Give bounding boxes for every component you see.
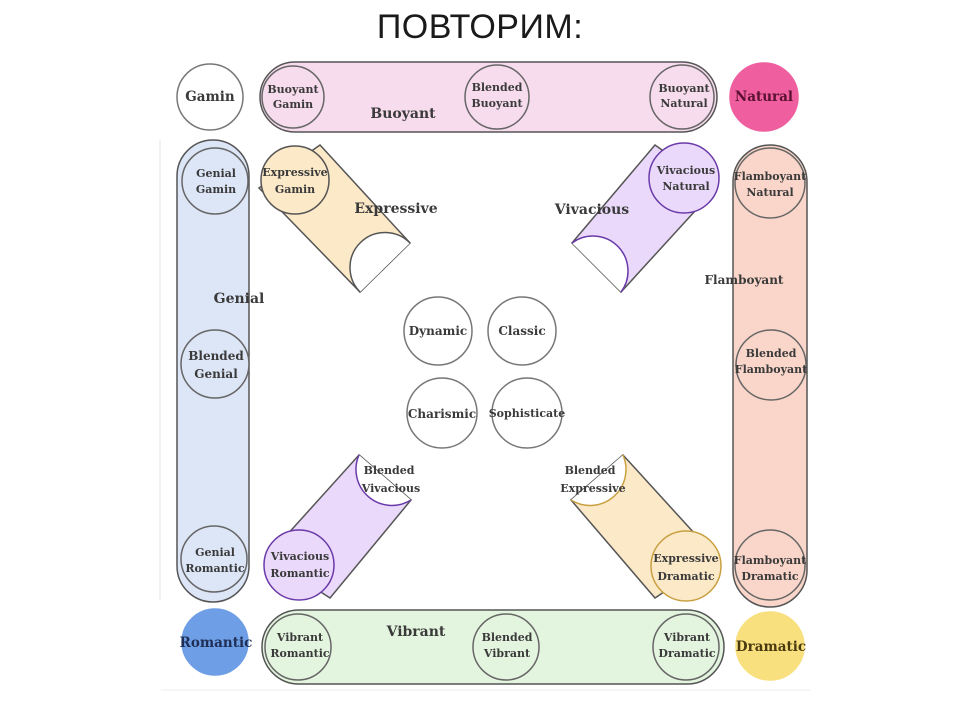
svg-text:Romantic: Romantic (270, 567, 330, 580)
expressive-diagonal-bottom-notch (570, 454, 627, 507)
svg-text:Dramatic: Dramatic (657, 570, 714, 583)
genial-band-label: Genial (214, 291, 265, 307)
node-expressive-gamin: Expressive Gamin (260, 145, 330, 215)
vivacious-diagonal-label: Vivacious (554, 202, 630, 218)
svg-text:Genial: Genial (195, 546, 235, 559)
node-vivacious-natural: Vivacious Natural (648, 142, 720, 214)
corner-dramatic-label: Dramatic (736, 639, 806, 655)
svg-text:Gamin: Gamin (196, 183, 236, 196)
svg-text:Blended: Blended (746, 347, 797, 360)
svg-text:Gamin: Gamin (275, 183, 315, 196)
svg-text:Romantic: Romantic (185, 562, 245, 575)
svg-text:Flamboyant: Flamboyant (734, 170, 807, 183)
svg-text:Blended: Blended (364, 464, 415, 477)
node-flamboyant-dramatic: Flamboyant Dramatic (734, 529, 807, 601)
svg-text:Buoyant: Buoyant (471, 97, 523, 110)
svg-text:Blended: Blended (565, 464, 616, 477)
svg-text:Romantic: Romantic (270, 647, 330, 660)
corner-natural-label: Natural (735, 89, 793, 105)
svg-text:Vibrant: Vibrant (663, 631, 711, 644)
vibrant-band-label: Vibrant (386, 624, 446, 640)
svg-text:Blended: Blended (472, 81, 523, 94)
corner-romantic: Romantic (180, 608, 253, 676)
svg-text:Sophisticate: Sophisticate (489, 407, 566, 420)
node-sophisticate: Sophisticate (489, 377, 566, 449)
svg-text:Buoyant: Buoyant (267, 83, 319, 96)
svg-text:Gamin: Gamin (273, 98, 313, 111)
svg-text:Dynamic: Dynamic (409, 324, 467, 338)
svg-text:Genial: Genial (196, 167, 236, 180)
svg-text:Expressive: Expressive (653, 552, 718, 565)
flamboyant-band-label: Flamboyant (705, 273, 784, 287)
node-classic: Classic (487, 296, 557, 366)
node-blended-vibrant: Blended Vibrant (472, 613, 540, 681)
svg-text:Dramatic: Dramatic (741, 570, 798, 583)
svg-text:Natural: Natural (662, 180, 709, 193)
node-blended-genial: Blended Genial (180, 329, 250, 399)
svg-text:Genial: Genial (194, 367, 238, 381)
expressive-diagonal-label: Expressive (354, 201, 437, 217)
svg-text:Vibrant: Vibrant (483, 647, 531, 660)
svg-text:Blended: Blended (188, 349, 244, 363)
svg-text:Expressive: Expressive (560, 482, 625, 495)
corner-gamin: Gamin (176, 63, 244, 131)
node-blended-buoyant: Blended Buoyant (464, 64, 530, 130)
node-blended-expressive: Blended Expressive (560, 464, 625, 495)
buoyant-band-label: Buoyant (370, 106, 436, 122)
svg-text:Flamboyant: Flamboyant (735, 363, 808, 376)
svg-text:Natural: Natural (660, 97, 707, 110)
corner-natural: Natural (729, 62, 799, 132)
node-blended-flamboyant: Blended Flamboyant (735, 329, 808, 401)
node-dynamic: Dynamic (403, 296, 473, 366)
vivacious-diagonal-bottom-notch (355, 454, 412, 507)
node-vivacious-romantic: Vivacious Romantic (263, 529, 335, 601)
svg-text:Charismic: Charismic (408, 407, 476, 421)
expressive-diagonal-top-notch (349, 231, 411, 293)
corner-dramatic: Dramatic (735, 611, 806, 681)
svg-text:Vibrant: Vibrant (276, 631, 324, 644)
node-vibrant-dramatic: Vibrant Dramatic (652, 613, 720, 681)
vivacious-diagonal-top-notch (571, 235, 629, 293)
svg-text:Classic: Classic (498, 324, 545, 338)
node-flamboyant-natural: Flamboyant Natural (734, 147, 807, 219)
node-charismic: Charismic (406, 377, 478, 449)
svg-text:Flamboyant: Flamboyant (734, 554, 807, 567)
corner-gamin-label: Gamin (185, 89, 235, 105)
node-expressive-dramatic: Expressive Dramatic (650, 530, 722, 602)
svg-text:Blended: Blended (482, 631, 533, 644)
svg-text:Natural: Natural (746, 186, 793, 199)
node-vibrant-romantic: Vibrant Romantic (264, 613, 332, 681)
node-blended-vivacious: Blended Vivacious (361, 464, 420, 495)
corner-romantic-label: Romantic (180, 635, 253, 651)
svg-text:Expressive: Expressive (262, 166, 327, 179)
node-buoyant-natural: Buoyant Natural (649, 64, 715, 130)
svg-text:Vivacious: Vivacious (270, 550, 329, 563)
slide-title: ПОВТОРИМ: (376, 8, 584, 46)
svg-text:Buoyant: Buoyant (658, 82, 710, 95)
svg-text:Vivacious: Vivacious (656, 164, 715, 177)
svg-text:Vivacious: Vivacious (361, 482, 420, 495)
node-buoyant-gamin: Buoyant Gamin (261, 65, 325, 129)
svg-text:Dramatic: Dramatic (658, 647, 715, 660)
node-genial-romantic: Genial Romantic (180, 525, 248, 593)
node-genial-gamin: Genial Gamin (181, 147, 249, 215)
